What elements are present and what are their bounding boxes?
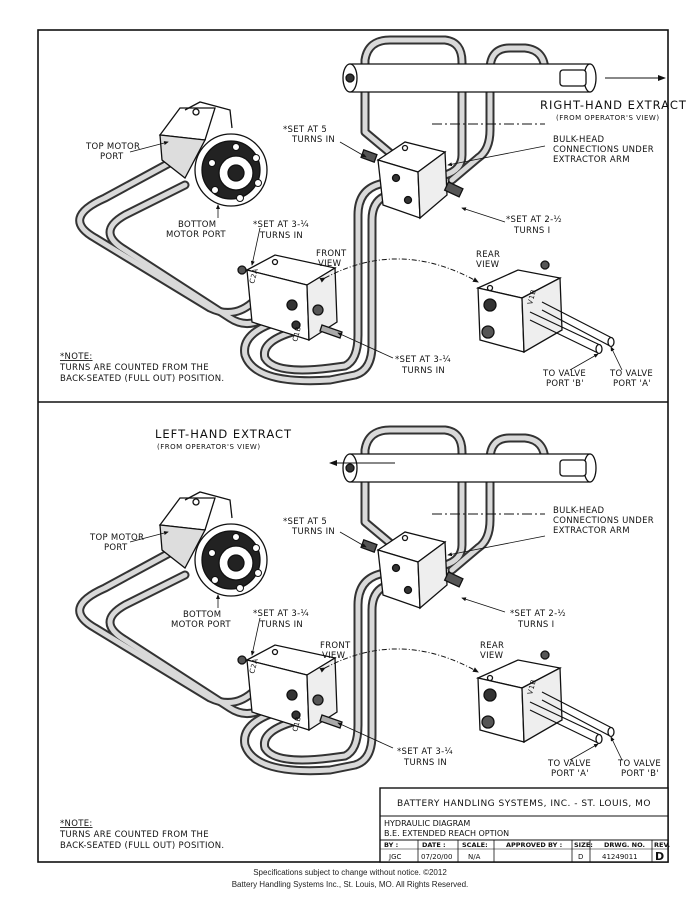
note-text-2: BACK-SEATED (FULL OUT) POSITION.	[60, 374, 224, 384]
top-motor-port-label-b-2: PORT	[104, 543, 128, 553]
panel-subtitle: (FROM OPERATOR'S VIEW)	[556, 114, 660, 122]
top-motor-port-label-2: PORT	[100, 152, 124, 162]
set-2-label-b-2: TURNS I	[517, 620, 554, 630]
valve-port-b-label-2: PORT 'B'	[546, 379, 584, 389]
bottom-motor-port-label-b-2: MOTOR PORT	[171, 620, 231, 630]
header-scale: SCALE:	[462, 841, 488, 849]
panel-title-2: LEFT-HAND EXTRACT	[155, 427, 292, 441]
note-heading: *NOTE:	[60, 352, 93, 362]
right-hand-extract-panel: RIGHT-HAND EXTRACT (FROM OPERATOR'S VIEW…	[59, 40, 687, 389]
rear-view-label: REAR	[476, 250, 500, 260]
front-view-label-2: VIEW	[318, 259, 342, 269]
set-3b-label-2: TURNS IN	[401, 366, 445, 376]
drawing-title: HYDRAULIC DIAGRAM	[384, 819, 470, 828]
valve-port-b-label: TO VALVE	[542, 369, 586, 379]
set-5-label-2: TURNS IN	[291, 135, 335, 145]
set-3b-label-b-2: TURNS IN	[403, 758, 447, 768]
port-code-v1b-b: V1B	[526, 678, 538, 695]
header-date: DATE :	[422, 841, 446, 849]
set-3a-label: *SET AT 3-¼	[253, 220, 309, 230]
set-5-label: *SET AT 5	[283, 125, 327, 135]
valve-port-a-label-b-2: PORT 'A'	[551, 769, 589, 779]
header-by: BY :	[384, 841, 398, 849]
header-rev: REV.	[654, 841, 670, 849]
left-hand-extract-panel: LEFT-HAND EXTRACT (FROM OPERATOR'S VIEW)…	[59, 427, 661, 851]
set-2-label-2: TURNS I	[513, 226, 550, 236]
bottom-motor-port-label-b: BOTTOM	[183, 610, 221, 620]
value-date: 07/20/00	[421, 853, 452, 861]
port-code-v1b: V1B	[526, 288, 538, 305]
footer-copyright: Specifications subject to change without…	[253, 868, 447, 877]
header-approved: APPROVED BY :	[506, 841, 562, 849]
set-3a-label-b-2: TURNS IN	[259, 620, 303, 630]
value-size: D	[578, 853, 583, 861]
set-2-label-b: *SET AT 2-½	[510, 609, 566, 619]
rear-view-label-b: REAR	[480, 641, 504, 651]
panel-title: RIGHT-HAND EXTRACT	[540, 98, 687, 112]
port-code-c2a-b: C2A	[248, 657, 260, 674]
value-drwg: 41249011	[602, 853, 638, 861]
drawing-subtitle: B.E. EXTENDED REACH OPTION	[384, 829, 509, 838]
set-3b-label: *SET AT 3-¼	[395, 355, 451, 365]
value-rev: D	[655, 850, 664, 863]
valve-port-a-label-b: TO VALVE	[547, 759, 591, 769]
footer-rights: Battery Handling Systems Inc., St. Louis…	[231, 880, 469, 889]
bulkhead-label-b: BULK-HEAD	[553, 506, 605, 516]
bulkhead-label-2: CONNECTIONS UNDER	[553, 145, 654, 155]
note-heading-b: *NOTE:	[60, 819, 93, 829]
valve-port-b-label-b: TO VALVE	[617, 759, 661, 769]
title-block: BATTERY HANDLING SYSTEMS, INC. - ST. LOU…	[379, 787, 670, 863]
bulkhead-label-b-2: CONNECTIONS UNDER	[553, 516, 654, 526]
front-view-label-b-2: VIEW	[322, 651, 346, 661]
set-3b-label-b: *SET AT 3-¼	[397, 747, 453, 757]
note-text-b-2: BACK-SEATED (FULL OUT) POSITION.	[60, 841, 224, 851]
note-text-b: TURNS ARE COUNTED FROM THE	[59, 830, 209, 840]
set-5-label-b: *SET AT 5	[283, 517, 327, 527]
bulkhead-label: BULK-HEAD	[553, 135, 605, 145]
top-motor-port-label-b: TOP MOTOR	[89, 533, 144, 543]
company-name: BATTERY HANDLING SYSTEMS, INC. - ST. LOU…	[397, 799, 651, 809]
valve-port-a-label-2: PORT 'A'	[613, 379, 651, 389]
note-text: TURNS ARE COUNTED FROM THE	[59, 363, 209, 373]
panel-subtitle-2: (FROM OPERATOR'S VIEW)	[157, 443, 261, 451]
header-size: SIZE:	[574, 841, 593, 849]
set-5-label-b-2: TURNS IN	[291, 527, 335, 537]
set-3a-label-2: TURNS IN	[259, 231, 303, 241]
value-by: JGC	[388, 853, 401, 861]
bulkhead-label-b-3: EXTRACTOR ARM	[553, 526, 630, 536]
rear-view-label-2: VIEW	[476, 260, 500, 270]
port-code-c2a: C2A	[248, 267, 260, 284]
bottom-motor-port-label: BOTTOM	[178, 220, 216, 230]
valve-port-b-label-b-2: PORT 'B'	[621, 769, 659, 779]
drawing-border	[37, 29, 669, 863]
front-view-label: FRONT	[316, 249, 347, 259]
bottom-motor-port-label-2: MOTOR PORT	[166, 230, 226, 240]
port-code-c1b-b: C1B	[291, 715, 303, 732]
rear-view-label-b-2: VIEW	[480, 651, 504, 661]
header-drwg: DRWG. NO.	[604, 841, 645, 849]
top-motor-port-label: TOP MOTOR	[85, 142, 140, 152]
valve-port-a-label: TO VALVE	[609, 369, 653, 379]
bulkhead-label-3: EXTRACTOR ARM	[553, 155, 630, 165]
set-3a-label-b: *SET AT 3-¼	[253, 609, 309, 619]
value-scale: N/A	[468, 853, 481, 861]
set-2-label: *SET AT 2-½	[506, 215, 562, 225]
front-view-label-b: FRONT	[320, 641, 351, 651]
port-code-c1b: C1B	[291, 325, 303, 342]
